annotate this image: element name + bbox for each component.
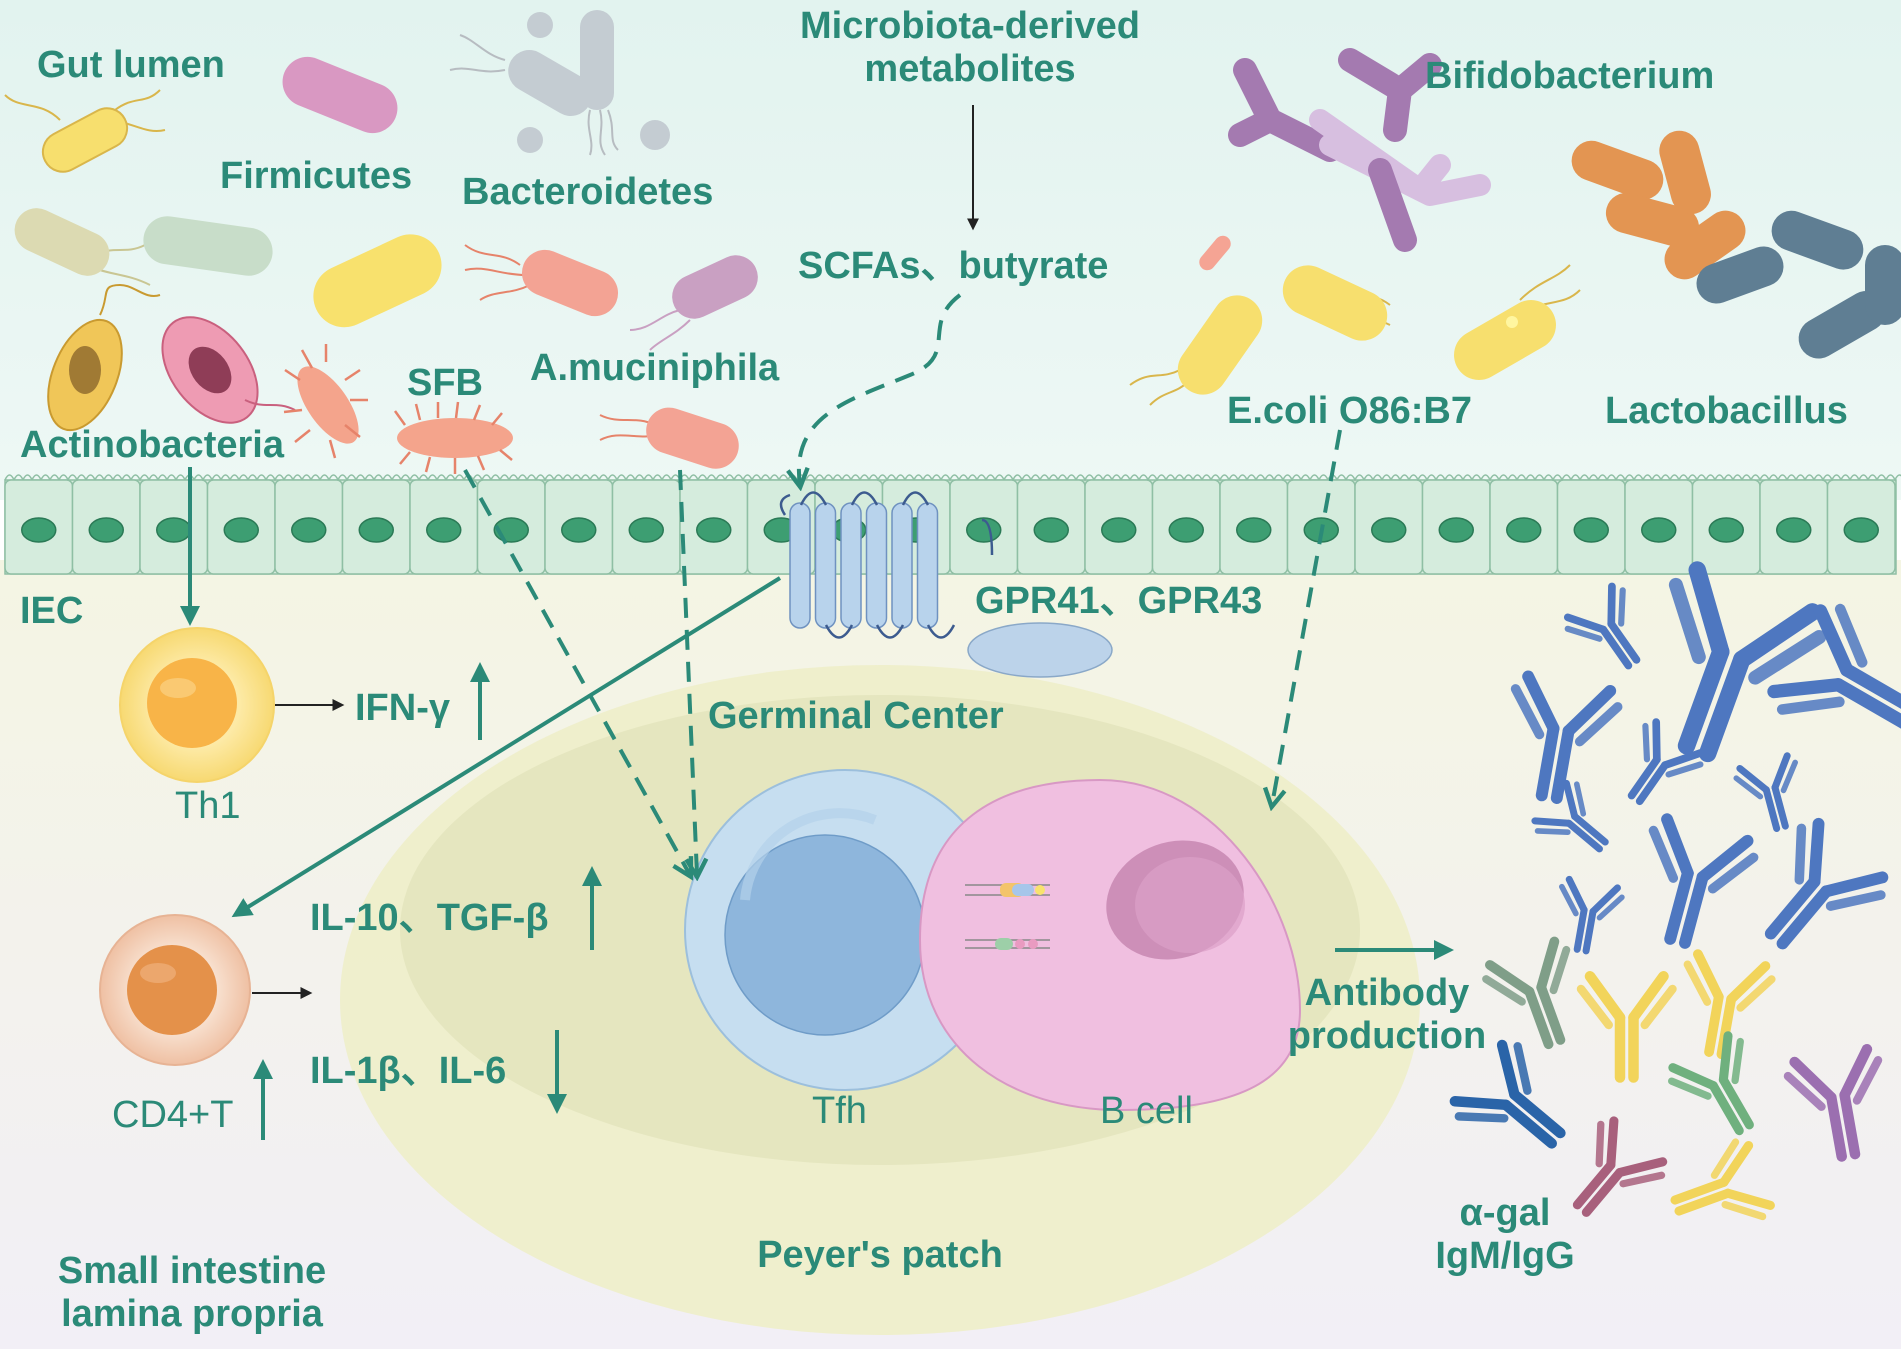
tfh-cell-icon xyxy=(684,769,1006,1091)
yellow-rod-bacterium-icon xyxy=(313,234,442,328)
antibody-icon xyxy=(1667,1031,1754,1136)
receptor-to-cd4-arrow xyxy=(231,576,782,918)
bacteria-group xyxy=(4,10,1901,474)
arrows xyxy=(180,105,1454,1140)
sfb-bacterium-icon xyxy=(393,401,513,474)
purple-rod-bacterium-icon xyxy=(629,255,758,351)
antibody-icon xyxy=(1572,1116,1668,1217)
pink-oval-bacterium-icon xyxy=(161,316,296,424)
antibody-icon xyxy=(1449,1039,1566,1149)
antibody-icon xyxy=(1563,582,1641,670)
lactobacillus-icon xyxy=(1571,130,1901,359)
antibody-icon xyxy=(1627,718,1705,806)
ecoli-bacteria-icon xyxy=(1129,235,1581,406)
b-cell-icon xyxy=(918,778,1302,1112)
antibody-icon xyxy=(1531,779,1609,853)
salmon-spiky-bacterium-icon xyxy=(283,344,368,459)
antibodies-group xyxy=(1449,561,1901,1221)
gpr41-gpr43-receptor-icon xyxy=(779,491,1113,678)
bacteroidetes-salmon-bacterium-icon xyxy=(464,244,619,317)
yellow-oval-bacterium-icon xyxy=(47,283,161,432)
tfh-b-cell-synapse-icon xyxy=(965,883,1050,950)
antibody-icon xyxy=(1733,752,1798,832)
epithelium-layer xyxy=(4,474,1901,575)
firmicutes-bacterium-icon xyxy=(282,56,398,134)
green-rod-bacterium-icon xyxy=(143,216,273,276)
antibody-icon xyxy=(1783,1043,1883,1162)
cd4-t-cell-icon xyxy=(99,914,251,1066)
th1-cell-icon xyxy=(119,627,275,783)
antibody-icon xyxy=(1510,670,1623,804)
bifidobacterium-icon xyxy=(1228,48,1491,252)
antibody-icon xyxy=(1767,603,1901,730)
sfb-to-tfh-arrow xyxy=(463,469,690,875)
antibody-icon xyxy=(1764,817,1889,950)
antibody-icon xyxy=(1482,936,1571,1050)
antibody-icon xyxy=(1670,1138,1775,1221)
yellow-flagellated-bacterium-icon xyxy=(4,89,166,173)
antibody-icon xyxy=(1648,813,1759,949)
amuciniphila-to-tfh-arrow xyxy=(678,469,697,875)
antibody-icon xyxy=(1668,561,1827,763)
antibody-icon xyxy=(1576,971,1677,1083)
antibody-icon xyxy=(1559,875,1625,955)
scfas-to-receptor-arrow xyxy=(799,293,962,485)
a-muciniphila-bacterium-icon xyxy=(599,407,739,469)
antibody-icon xyxy=(1683,949,1776,1060)
grey-bacteria-icon xyxy=(449,10,670,156)
beige-flagellated-bacterium-icon xyxy=(14,208,151,286)
